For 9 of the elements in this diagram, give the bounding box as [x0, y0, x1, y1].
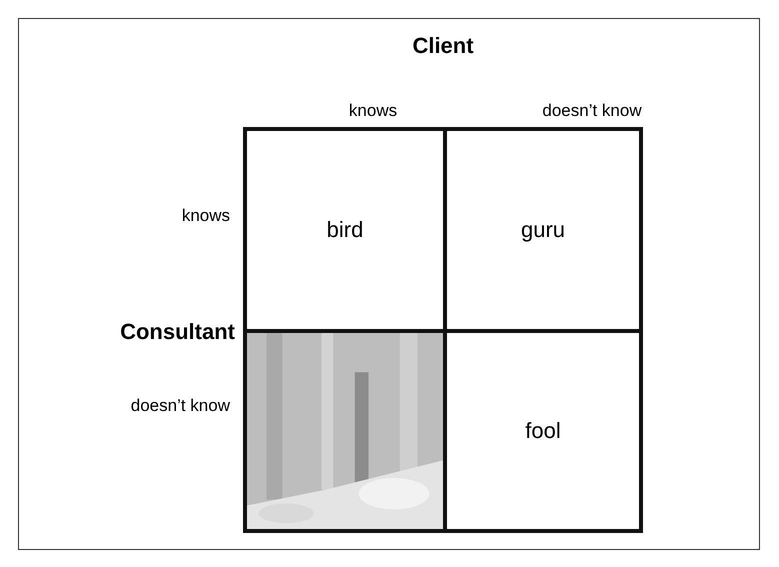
column-header: knows — [348, 100, 398, 122]
row-header: knows — [180, 205, 230, 226]
axis-title: Consultant — [119, 318, 235, 346]
row-header: doesn’t know — [130, 395, 230, 416]
cell-label: guru — [520, 217, 566, 243]
axis-title: Client — [411, 32, 475, 60]
cell-label: fool — [525, 418, 561, 444]
cell-label: bird — [326, 217, 364, 243]
column-header: doesn’t know — [541, 100, 643, 122]
